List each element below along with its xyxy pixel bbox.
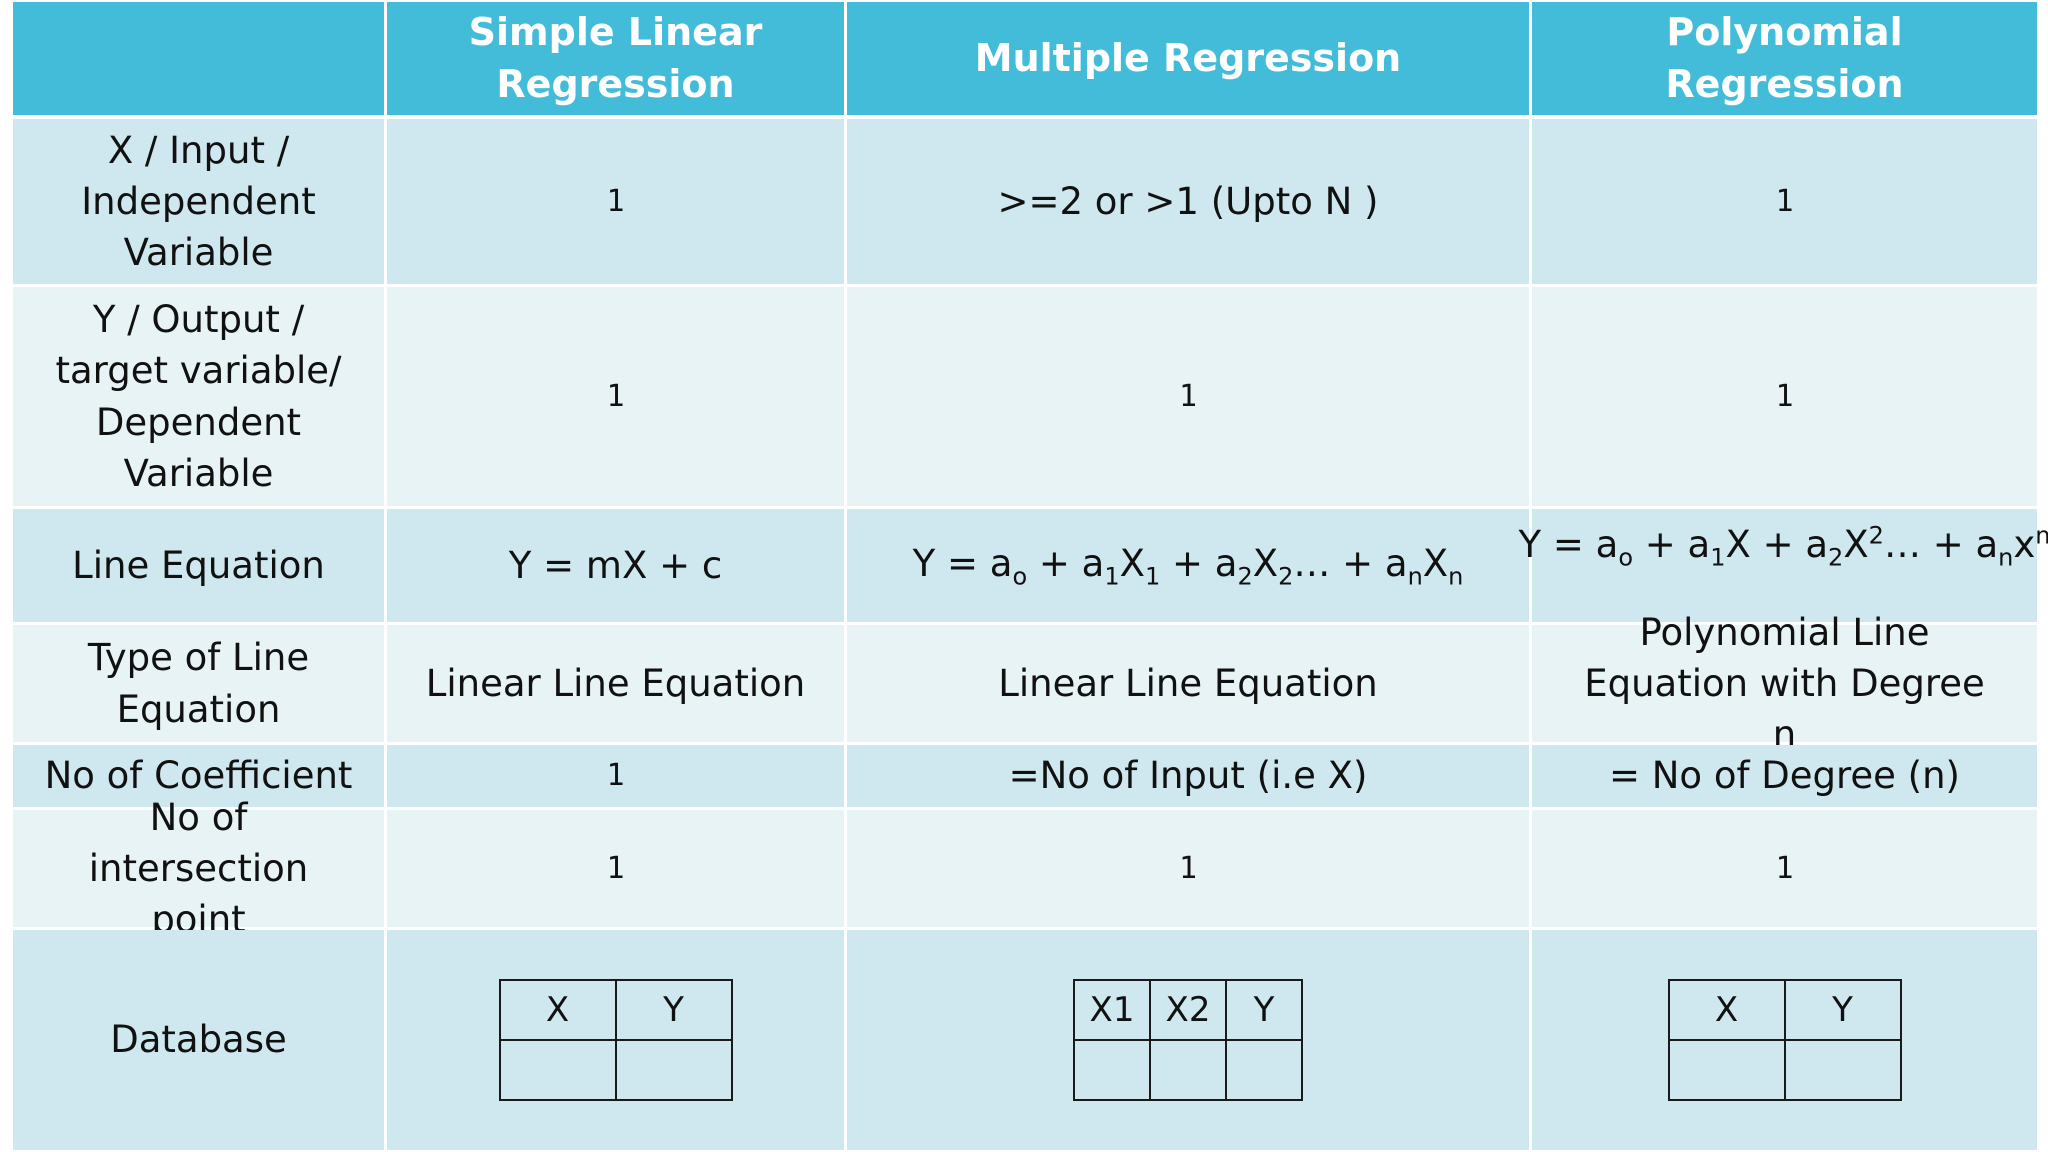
database-column-header: X1 xyxy=(1073,979,1151,1041)
cell-intersection-polynomial: 1 xyxy=(1532,810,2037,930)
cell-line-equation-multiple: Y = ao + a1X1 + a2X2… + anXn xyxy=(847,509,1532,625)
row-label-database: Database xyxy=(13,930,387,1150)
cell-coefficients-polynomial: = No of Degree (n) xyxy=(1532,745,2037,810)
database-empty-cell xyxy=(1667,1039,1786,1101)
header-polynomial-regression: Polynomial Regression xyxy=(1532,2,2037,119)
header-simple-linear-regression: Simple Linear Regression xyxy=(387,2,847,119)
cell-x-input-simple: 1 xyxy=(387,119,847,287)
database-empty-cell xyxy=(1073,1039,1151,1101)
cell-coefficients-multiple: =No of Input (i.e X) xyxy=(847,745,1532,810)
cell-y-output-simple: 1 xyxy=(387,287,847,509)
database-column-header: X2 xyxy=(1149,979,1227,1041)
database-table-simple: X Y xyxy=(498,979,733,1101)
cell-coefficients-simple: 1 xyxy=(387,745,847,810)
equation-polynomial: Y = ao + a1X + a2X2… + anxn xyxy=(1518,521,2048,572)
cell-line-equation-polynomial: Y = ao + a1X + a2X2… + anxn xyxy=(1519,509,2048,625)
database-column-header: Y xyxy=(1783,979,1902,1041)
header-corner xyxy=(13,2,387,119)
database-table-polynomial: X Y xyxy=(1667,979,1902,1101)
database-column-header: Y xyxy=(614,979,733,1041)
cell-database-multiple: X1 X2 Y xyxy=(847,930,1532,1150)
cell-x-input-multiple: >=2 or >1 (Upto N ) xyxy=(847,119,1532,287)
database-table-multiple: X1 X2 Y xyxy=(1073,979,1303,1101)
database-column-header: X xyxy=(1667,979,1786,1041)
cell-y-output-multiple: 1 xyxy=(847,287,1532,509)
row-label-x-input: X / Input / Independent Variable xyxy=(13,119,387,287)
row-label-y-output: Y / Output / target variable/ Dependent … xyxy=(13,287,387,509)
cell-type-of-line-polynomial: Polynomial Line Equation with Degree n xyxy=(1532,611,2037,756)
cell-y-output-polynomial: 1 xyxy=(1532,287,2037,509)
cell-x-input-polynomial: 1 xyxy=(1532,119,2037,287)
header-multiple-regression: Multiple Regression xyxy=(847,2,1532,119)
database-column-header: X xyxy=(498,979,617,1041)
comparison-table: Simple Linear Regression Multiple Regres… xyxy=(13,2,2048,1150)
cell-type-of-line-simple: Linear Line Equation xyxy=(387,625,847,745)
cell-database-simple: X Y xyxy=(387,930,847,1150)
database-empty-cell xyxy=(1149,1039,1227,1101)
cell-database-polynomial: X Y xyxy=(1532,930,2037,1150)
cell-line-equation-simple: Y = mX + c xyxy=(387,509,847,625)
database-empty-cell xyxy=(1783,1039,1902,1101)
row-label-line-equation: Line Equation xyxy=(13,509,387,625)
cell-intersection-simple: 1 xyxy=(387,810,847,930)
database-empty-cell xyxy=(1225,1039,1303,1101)
row-label-type-of-line: Type of Line Equation xyxy=(13,625,387,745)
row-label-intersection: No of intersection point xyxy=(13,796,387,941)
cell-intersection-multiple: 1 xyxy=(847,810,1532,930)
database-empty-cell xyxy=(498,1039,617,1101)
row-label-coefficients: No of Coefficient xyxy=(13,745,387,810)
database-column-header: Y xyxy=(1225,979,1303,1041)
database-empty-cell xyxy=(614,1039,733,1101)
cell-type-of-line-multiple: Linear Line Equation xyxy=(847,625,1532,745)
equation-multiple: Y = ao + a1X1 + a2X2… + anXn xyxy=(912,541,1464,591)
